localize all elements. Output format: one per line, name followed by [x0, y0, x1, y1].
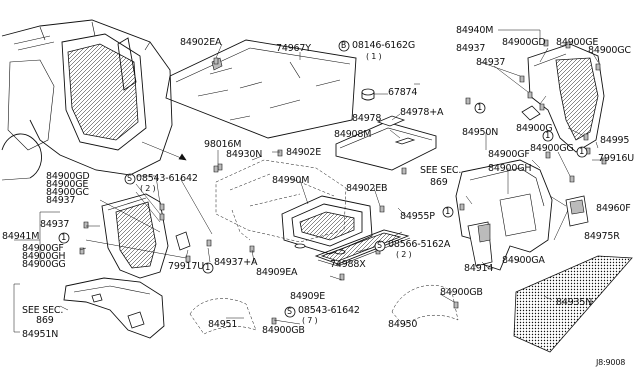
marker-1-c: 1: [579, 147, 585, 157]
label-84900GH-left[interactable]: 84900GH: [22, 251, 66, 262]
label-84900GE-left[interactable]: 84900GE: [46, 179, 89, 190]
label-84940M[interactable]: 84940M: [456, 25, 494, 36]
label-84900GF[interactable]: 84900GF: [488, 149, 530, 160]
label-84909E[interactable]: 84909E: [290, 291, 326, 302]
label-08543-a-qty: ( 2 ): [140, 184, 156, 193]
label-08543-b-qty: ( 7 ): [302, 316, 318, 325]
marker-1-a: 1: [477, 103, 483, 113]
label-84950N[interactable]: 84950N: [462, 127, 499, 138]
label-84900GD-left[interactable]: 84900GD: [46, 171, 90, 182]
leader-lines: [13, 29, 604, 333]
left-quarter-trim: [101, 193, 191, 279]
marker-1-b: 1: [545, 131, 551, 141]
side-panel-84975R: [565, 195, 589, 227]
label-84955P[interactable]: 84955P: [400, 211, 435, 222]
label-84937-left[interactable]: 84937: [46, 195, 76, 206]
label-84902EB[interactable]: 84902EB: [346, 183, 388, 194]
marker-s-a: S: [127, 174, 133, 184]
direction-arrow: [141, 141, 187, 161]
label-84978A[interactable]: 84978+A: [400, 107, 444, 118]
label-08566-5162A[interactable]: 08566-5162A: [388, 239, 451, 250]
label-08543-61642-b[interactable]: 08543-61642: [298, 305, 360, 316]
label-see-sec-869-a-num[interactable]: 869: [430, 177, 448, 188]
marker-s-b: S: [377, 241, 383, 251]
label-84937-a[interactable]: 84937: [456, 43, 486, 54]
label-84900G[interactable]: 84900G: [516, 123, 553, 134]
label-84902E[interactable]: 84902E: [286, 147, 322, 158]
right-quarter-trim: [455, 159, 553, 271]
label-84960F[interactable]: 84960F: [596, 203, 631, 214]
label-84900GG-left[interactable]: 84900GG: [22, 259, 66, 270]
label-08146-6162G[interactable]: 08146-6162G: [352, 40, 415, 51]
label-84937-b[interactable]: 84937: [476, 57, 506, 68]
label-79917U[interactable]: 79917U: [168, 261, 204, 272]
left-lower-trim: [63, 277, 165, 339]
right-wheel-house: [391, 284, 459, 327]
circle-markers: [58, 40, 588, 318]
floor-carpet: [165, 39, 357, 139]
label-84975R[interactable]: 84975R: [584, 231, 620, 242]
floor-spacer: [215, 159, 347, 243]
sill-plate: [314, 229, 411, 267]
upper-right-trim: [521, 43, 605, 153]
label-84900GA[interactable]: 84900GA: [502, 255, 545, 266]
label-84900GE[interactable]: 84900GE: [556, 37, 599, 48]
label-84950[interactable]: 84950: [388, 319, 418, 330]
marker-1-d: 1: [445, 207, 451, 217]
label-84951N[interactable]: 84951N: [22, 329, 59, 340]
label-84935N[interactable]: 84935N: [556, 297, 593, 308]
label-79916U[interactable]: 79916U: [598, 153, 634, 164]
label-diagram-ref: J8:9008: [596, 358, 626, 367]
label-67874[interactable]: 67874: [388, 87, 418, 98]
label-84990M[interactable]: 84990M: [272, 175, 310, 186]
marker-b: B: [341, 41, 347, 51]
label-see-sec-869-b-num[interactable]: 869: [36, 315, 54, 326]
floor-board: [335, 115, 437, 171]
marker-1-e: 1: [61, 233, 67, 243]
label-84937A[interactable]: 84937+A: [214, 257, 258, 268]
left-wheel-house: [189, 298, 257, 335]
label-84900GC-left[interactable]: 84900GC: [46, 187, 89, 198]
label-84908M[interactable]: 84908M: [334, 129, 372, 140]
label-84900GH[interactable]: 84900GH: [488, 163, 532, 174]
label-see-sec-869-a[interactable]: SEE SEC.: [420, 165, 462, 176]
cargo-net: [513, 255, 633, 353]
label-84930N[interactable]: 84930N: [226, 149, 263, 160]
label-84902EA[interactable]: 84902EA: [180, 37, 222, 48]
label-08566-qty: ( 2 ): [396, 250, 412, 259]
label-see-sec-869-b[interactable]: SEE SEC.: [22, 305, 64, 316]
label-84914[interactable]: 84914: [464, 263, 494, 274]
label-84900GC[interactable]: 84900GC: [588, 45, 631, 56]
grommet-67874: [361, 88, 388, 101]
label-84995[interactable]: 84995: [600, 135, 630, 146]
label-84900GD[interactable]: 84900GD: [502, 37, 546, 48]
label-84900GB-b[interactable]: 84900GB: [262, 325, 305, 336]
label-84951[interactable]: 84951: [208, 319, 238, 330]
label-84941M[interactable]: 84941M: [2, 231, 40, 242]
label-84900GB[interactable]: 84900GB: [440, 287, 483, 298]
marker-s-c: S: [287, 307, 293, 317]
label-08146-qty: ( 1 ): [366, 52, 382, 61]
label-74967Y[interactable]: 74967Y: [276, 43, 311, 54]
marker-1-f: 1: [205, 263, 211, 273]
label-08543-61642-a[interactable]: 08543-61642: [136, 173, 198, 184]
label-84937-left-2[interactable]: 84937: [40, 219, 70, 230]
label-98016M[interactable]: 98016M: [204, 139, 242, 150]
label-84978[interactable]: 84978: [352, 113, 382, 124]
label-84909EA[interactable]: 84909EA: [256, 267, 298, 278]
label-84900GG[interactable]: 84900GG: [530, 143, 574, 154]
vehicle-rear-body: [1, 19, 173, 181]
label-84900GF-left[interactable]: 84900GF: [22, 243, 64, 254]
label-74988X[interactable]: 74988X: [330, 259, 366, 270]
